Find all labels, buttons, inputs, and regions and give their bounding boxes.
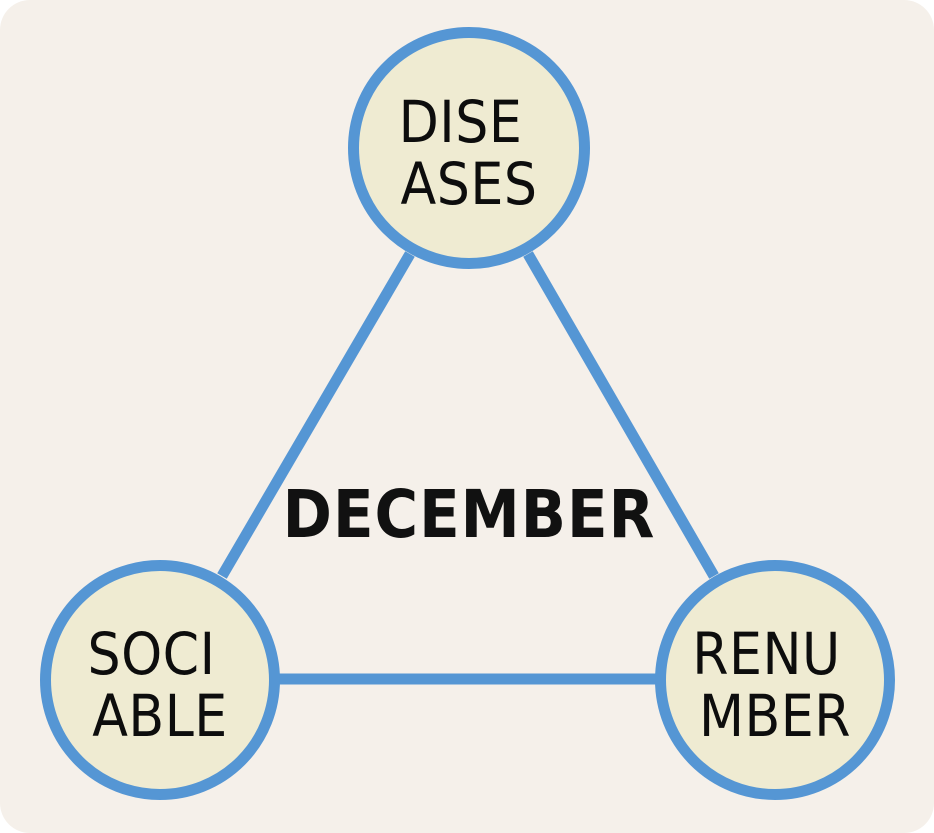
node-renumber[interactable]: RENU MBER	[655, 560, 895, 800]
edges-layer	[217, 251, 719, 685]
node-diseases-label: DISE ASES	[399, 88, 540, 218]
node-diseases-label-line2: ASES	[401, 150, 538, 218]
node-diseases-label-line1: DISE	[399, 88, 523, 156]
node-sociable[interactable]: SOCI ABLE	[40, 560, 280, 800]
node-sociable-circle[interactable]	[40, 560, 280, 800]
nodes-layer: DISE ASES SOCI ABLE RENU MBER	[40, 27, 895, 800]
node-diseases[interactable]: DISE ASES	[348, 27, 590, 269]
node-diseases-circle[interactable]	[348, 27, 590, 269]
node-sociable-label-line1: SOCI	[87, 620, 215, 688]
node-renumber-label-line1: RENU	[692, 620, 840, 688]
node-renumber-circle[interactable]	[655, 560, 895, 800]
node-renumber-label-line2: MBER	[699, 682, 851, 750]
edge-diseases-renumber	[523, 251, 719, 579]
node-renumber-label: RENU MBER	[692, 620, 858, 750]
center-label: DECEMBER	[283, 476, 656, 553]
edge-diseases-sociable	[217, 251, 415, 579]
node-sociable-label: SOCI ABLE	[87, 620, 232, 750]
node-sociable-label-line2: ABLE	[92, 682, 228, 750]
